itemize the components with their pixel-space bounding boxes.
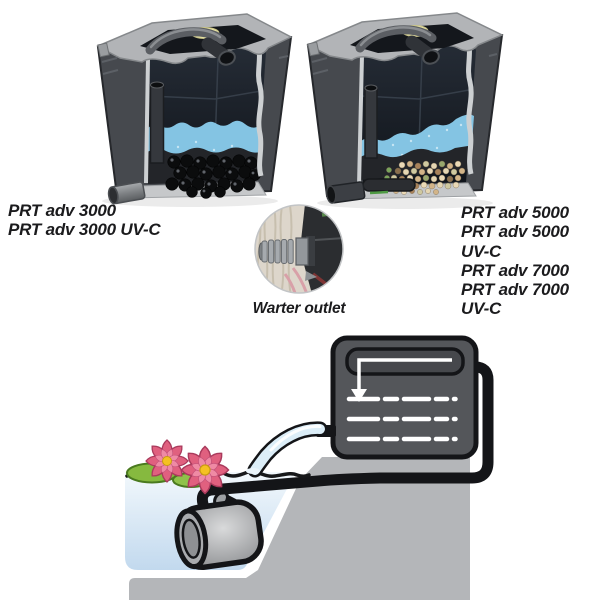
product-label: PRT adv 3000 xyxy=(8,201,116,220)
flower-center xyxy=(199,464,211,476)
inlet-opening xyxy=(218,50,236,66)
detail-circle-border xyxy=(254,204,344,294)
interior-corner xyxy=(361,55,470,147)
cut-edge-right xyxy=(255,41,264,177)
media-dashes xyxy=(346,396,458,442)
cut-edge-right xyxy=(465,37,474,175)
green-media-sliver xyxy=(369,190,389,195)
standpipe-opening xyxy=(150,81,164,89)
handle-highlight xyxy=(359,26,432,47)
pump-icon xyxy=(174,491,264,571)
standpipe xyxy=(149,84,165,164)
water-stream-icon xyxy=(246,421,328,478)
dark-panel xyxy=(300,205,343,293)
molding-ribs xyxy=(101,55,289,75)
product-label: PRT adv 7000 xyxy=(461,260,569,280)
filter-cutaway-right-icon xyxy=(306,12,504,209)
product-label: PRT adv 7000 UV-C xyxy=(461,280,569,319)
pink-streaks xyxy=(283,267,309,293)
water-outlet-detail-icon xyxy=(254,204,344,294)
standpipe xyxy=(364,87,378,159)
flow-arrow-head xyxy=(351,389,367,402)
water-outlet-caption: Warter outlet xyxy=(252,300,346,317)
standpipe-opening xyxy=(364,84,378,92)
bracket-arrow xyxy=(305,271,317,281)
handle-highlight xyxy=(149,28,222,49)
pump-end-inner xyxy=(181,518,201,559)
outlet-stub xyxy=(107,181,146,205)
cut-edge-left xyxy=(144,57,150,184)
outlet-stub xyxy=(325,181,366,204)
hose-barb-fitting xyxy=(258,236,317,281)
product-labels-left: PRT adv 3000 PRT adv 3000 UV-C xyxy=(8,201,161,239)
splash xyxy=(246,468,260,474)
latch-clip xyxy=(307,41,320,57)
inlet-opening xyxy=(422,49,440,65)
latch-clip xyxy=(97,42,110,58)
pebble-media xyxy=(384,160,466,195)
flow-arrow-icon xyxy=(357,358,452,390)
lily-flower-icon xyxy=(180,445,230,495)
product-label: PRT adv 3000 UV-C xyxy=(8,219,161,239)
flower-center xyxy=(162,456,172,466)
product-label: PRT adv 5000 xyxy=(461,203,569,222)
product-labels-right: PRT adv 5000 PRT adv 5000 UV-C PRT adv 7… xyxy=(461,203,600,319)
filter-box-icon xyxy=(330,335,479,460)
molding-ribs xyxy=(311,53,498,75)
filter-cutaway-left-icon xyxy=(96,13,293,207)
gray-stripe xyxy=(314,237,343,241)
handle-icon xyxy=(355,25,437,53)
top-illustrations xyxy=(96,12,504,294)
handle-icon xyxy=(145,27,227,55)
shadow xyxy=(317,197,493,209)
product-label: PRT adv 5000 UV-C xyxy=(461,222,569,261)
pond-schematic-icon xyxy=(125,335,494,600)
bottom-manifold xyxy=(362,178,416,192)
lily-flower-icon xyxy=(145,439,189,483)
cut-edge-left xyxy=(357,54,364,187)
embankment xyxy=(129,457,470,600)
water-lilies xyxy=(126,439,230,495)
